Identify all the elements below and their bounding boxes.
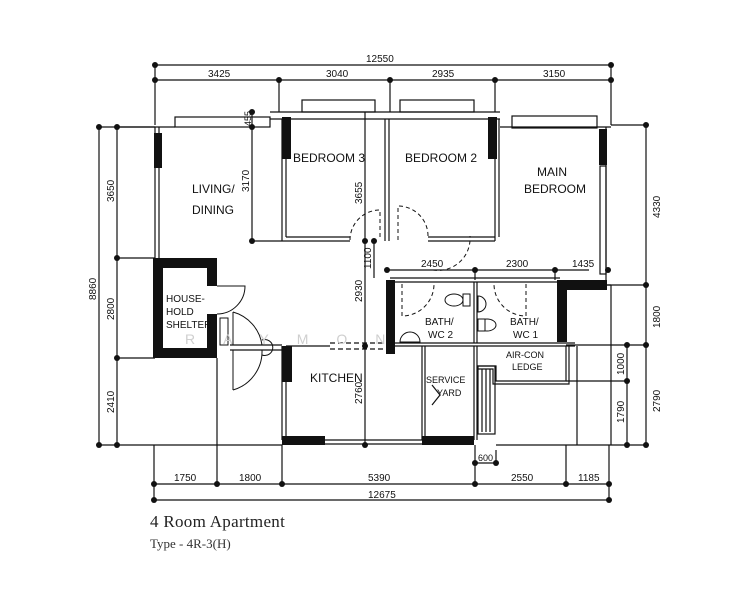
dim-inner-2760: 2760 [354,381,365,404]
dim-right-inner-2: 1790 [616,400,627,423]
dim-bottom-total: 12675 [368,490,396,501]
dim-right-inner-1: 1000 [616,352,627,375]
dim-inner-h-2: 2300 [506,259,529,270]
plan-title: 4 Room Apartment [150,512,286,531]
dim-bottom-5: 1185 [578,473,600,484]
dim-top-3: 2935 [432,69,455,80]
room-label-bath-1b: WC 1 [513,330,538,341]
dim-right-bottom: 2790 [652,389,663,412]
dim-bottom-4: 2550 [511,473,534,484]
room-label-service-2: YARD [437,388,462,398]
room-label-bath-2b: WC 2 [428,330,453,341]
room-label-bath-1a: BATH/ [510,317,539,328]
dim-inner-2930: 2930 [354,279,365,302]
dim-left-2: 2800 [106,297,117,320]
dim-left-total: 8860 [88,277,99,300]
watermark: RAYMON [185,331,413,347]
dim-top-total: 12550 [366,54,394,65]
room-label-shelter-2: HOLD [166,307,194,318]
dim-bottom-1: 1750 [174,473,197,484]
room-label-living: LIVING/ [192,182,235,196]
dim-bottom-small: 600 [478,453,493,463]
dim-inner-3170: 3170 [241,169,252,192]
room-label-bedroom-3: BEDROOM 3 [293,151,365,165]
room-label-shelter-1: HOUSE- [166,294,205,305]
dim-inner-455: 455 [243,111,253,126]
dim-inner-1100: 1100 [363,247,374,269]
room-label-dining: DINING [192,203,234,217]
room-label-shelter-3: SHELTER [166,320,211,331]
dim-right-top: 4330 [652,195,663,218]
room-label-service-1: SERVICE [426,375,465,385]
plan-subtitle: Type - 4R-3(H) [150,536,231,551]
dim-inner-h-3: 1435 [572,259,595,270]
dim-left-1: 3650 [106,179,117,202]
dim-top-1: 3425 [208,69,231,80]
room-label-kitchen: KITCHEN [310,371,363,385]
dim-inner-h-1: 2450 [421,259,444,270]
room-label-bath-2a: BATH/ [425,317,454,328]
dim-bottom-3: 5390 [368,473,391,484]
dim-inner-3655: 3655 [354,181,365,204]
room-label-main-2: BEDROOM [524,182,586,196]
dim-right-mid: 1800 [652,305,663,328]
dim-top-4: 3150 [543,69,566,80]
dim-bottom-2: 1800 [239,473,262,484]
room-label-bedroom-2: BEDROOM 2 [405,151,477,165]
dim-left-3: 2410 [106,390,117,413]
room-label-aircon-1: AIR-CON [506,350,544,360]
room-label-main-1: MAIN [537,165,567,179]
dim-top-2: 3040 [326,69,349,80]
room-label-aircon-2: LEDGE [512,362,543,372]
